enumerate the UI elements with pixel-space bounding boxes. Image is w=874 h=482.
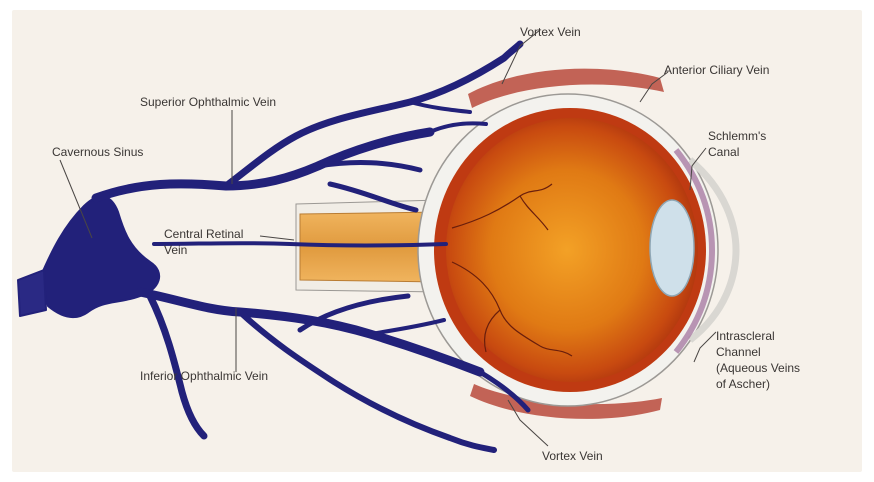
label-anterior-ciliary-vein: Anterior Ciliary Vein — [664, 63, 769, 77]
label-superior-ophthalmic-vein: Superior Ophthalmic Vein — [140, 95, 276, 109]
label-vortex-vein-top: Vortex Vein — [520, 25, 581, 39]
label-vortex-vein-bottom: Vortex Vein — [542, 449, 603, 463]
label-inferior-ophthalmic-vein: Inferior Ophthalmic Vein — [140, 369, 268, 383]
label-intrascleral-channel-line1: Intrascleral — [716, 329, 775, 343]
label-cavernous-sinus: Cavernous Sinus — [52, 145, 143, 159]
cavernous-sinus-shape — [40, 197, 159, 318]
label-central-retinal-vein-line1: Central Retinal — [164, 227, 243, 241]
label-central-retinal-vein-line2: Vein — [164, 243, 187, 257]
label-schlemms-canal-line1: Schlemm's — [708, 129, 766, 143]
label-intrascleral-channel-line2: Channel — [716, 345, 761, 359]
label-intrascleral-channel-line3: (Aqueous Veins — [716, 361, 800, 375]
label-schlemms-canal-line2: Canal — [708, 145, 739, 159]
lens — [650, 200, 694, 296]
label-intrascleral-channel-line4: of Ascher) — [716, 377, 770, 391]
